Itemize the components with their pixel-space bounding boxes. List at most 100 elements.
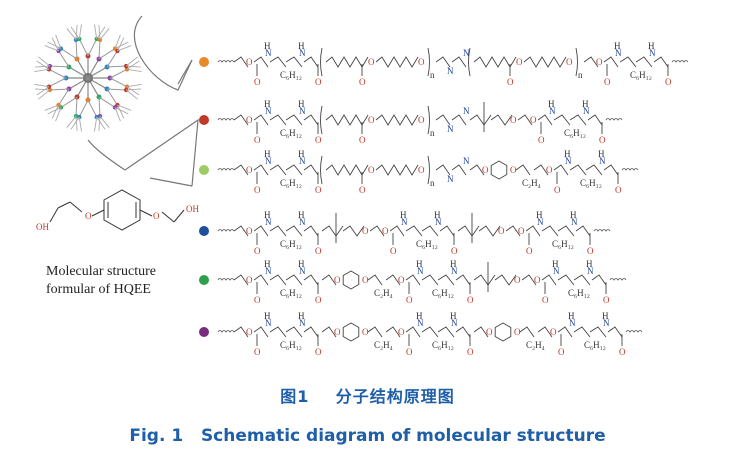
- nitrogen-atom: N: [649, 48, 656, 58]
- ester-oxygen: O: [368, 57, 375, 67]
- dendrimer-branch: [48, 68, 67, 79]
- carbonyl-oxygen: O: [390, 246, 397, 256]
- bond-chain: [285, 225, 303, 237]
- bond-chain: [573, 326, 591, 338]
- nitrogen-atom: N: [299, 266, 306, 276]
- bond-chain: [269, 56, 287, 68]
- bond-chain: [569, 164, 587, 176]
- dendrimer-branch: [51, 37, 59, 52]
- bond-chain: [253, 56, 269, 68]
- ester-oxygen: O: [398, 327, 405, 337]
- ester-oxygen: O: [362, 226, 369, 236]
- dendrimer-branch: [107, 65, 127, 68]
- carbonyl-oxygen: O: [359, 135, 366, 145]
- carbonyl-oxygen: O: [542, 295, 549, 305]
- bond-chain: [405, 225, 423, 237]
- dendrimer-branch: [78, 116, 82, 132]
- dendrimer-branch: [48, 77, 67, 88]
- hydrogen-atom: H: [536, 210, 543, 220]
- dendrimer-branch: [117, 104, 132, 111]
- hydrogen-atom: H: [416, 259, 423, 269]
- speech-callout-icon: [87, 15, 199, 187]
- dendrimer-branch: [47, 107, 62, 115]
- carbonyl-oxygen: O: [467, 295, 474, 305]
- wavy-end: [625, 330, 643, 333]
- dendrimer-branch: [78, 38, 89, 57]
- dendrimer-branch: [87, 77, 108, 90]
- carbonyl-oxygen: O: [254, 246, 261, 256]
- bond-chain: [591, 274, 607, 286]
- bond-chain: [455, 274, 471, 286]
- hexyl-subscript: C₆H₁₂: [416, 239, 438, 249]
- bracket-open: [320, 105, 323, 135]
- bond-chain: [653, 56, 669, 68]
- bond-chain: [385, 274, 401, 286]
- dendrimer-branch: [126, 88, 141, 91]
- bond-chain: [321, 274, 337, 286]
- hydrogen-atom: H: [264, 210, 271, 220]
- carbonyl-oxygen: O: [526, 246, 533, 256]
- bond-chain: [342, 225, 365, 237]
- nitrogen-atom: N: [299, 318, 306, 328]
- repeat-subscript: n: [430, 178, 435, 188]
- dendrimer-branch: [58, 50, 70, 68]
- bracket-open: [468, 47, 471, 77]
- ester-oxygen: O: [246, 165, 253, 175]
- bond-chain: [303, 114, 319, 126]
- carbonyl-oxygen: O: [558, 347, 565, 357]
- hydrogen-atom: H: [614, 41, 621, 51]
- wavy-end: [593, 229, 611, 232]
- bond-chain: [451, 164, 467, 176]
- carbonyl-oxygen: O: [254, 185, 261, 195]
- dendrimer-branch: [47, 41, 62, 49]
- dendrimer-branch: [66, 28, 77, 41]
- ether-oxygen: O: [510, 165, 517, 175]
- dendrimer-branch: [94, 116, 98, 132]
- caption-en-title: Schematic diagram of molecular structure: [200, 426, 606, 446]
- nitrogen-atom: N: [569, 318, 576, 328]
- bond-chain: [478, 225, 501, 237]
- carbonyl-oxygen: O: [315, 347, 322, 357]
- bond-chain: [473, 326, 489, 338]
- hexyl-subscript: C₆H₁₂: [432, 288, 454, 298]
- bond-chain: [285, 164, 303, 176]
- dendrimer-branch: [106, 50, 118, 68]
- dendrimer-branch: [117, 37, 125, 52]
- dendrimer-branch: [98, 48, 116, 60]
- bond-chain: [375, 56, 419, 68]
- bond-chain: [303, 326, 319, 338]
- bond-chain: [321, 326, 337, 338]
- nitrogen-atom: N: [265, 266, 272, 276]
- dendrimer-branch: [36, 86, 50, 96]
- hydrogen-atom: H: [602, 311, 609, 321]
- carbonyl-oxygen: O: [254, 295, 261, 305]
- dendrimer-branch: [75, 25, 78, 40]
- dendrimer-branch: [78, 24, 82, 40]
- dendrimer-branch: [70, 26, 80, 40]
- caption-cn-title: 分子结构原理图: [335, 387, 455, 406]
- bond-chain: [285, 326, 303, 338]
- hexyl-subscript: C₆H₁₂: [280, 239, 302, 249]
- wavy-end: [217, 330, 235, 333]
- hexyl-subscript: C₆H₁₂: [280, 128, 302, 138]
- carbonyl-oxygen: O: [619, 347, 626, 357]
- benzene-ring: [490, 160, 508, 180]
- dendrimer-branch: [125, 56, 138, 67]
- dendrimer-branch: [126, 60, 140, 70]
- dendrimer-branch: [55, 34, 62, 49]
- nitrogen-atom: N: [265, 48, 272, 58]
- dendrimer-branch: [49, 88, 69, 91]
- carbonyl-oxygen: O: [254, 135, 261, 145]
- nitrogen-atom: N: [571, 217, 578, 227]
- hydrogen-atom: H: [264, 99, 271, 109]
- dendrimer-branch: [126, 84, 142, 88]
- bond-chain: [575, 225, 591, 237]
- bond-chain: [325, 164, 369, 176]
- bracket-close: [575, 47, 578, 77]
- bond-chain: [635, 56, 653, 68]
- carbonyl-oxygen: O: [315, 185, 322, 195]
- bond-chain: [367, 326, 383, 338]
- nitrogen-atom: N: [463, 156, 470, 166]
